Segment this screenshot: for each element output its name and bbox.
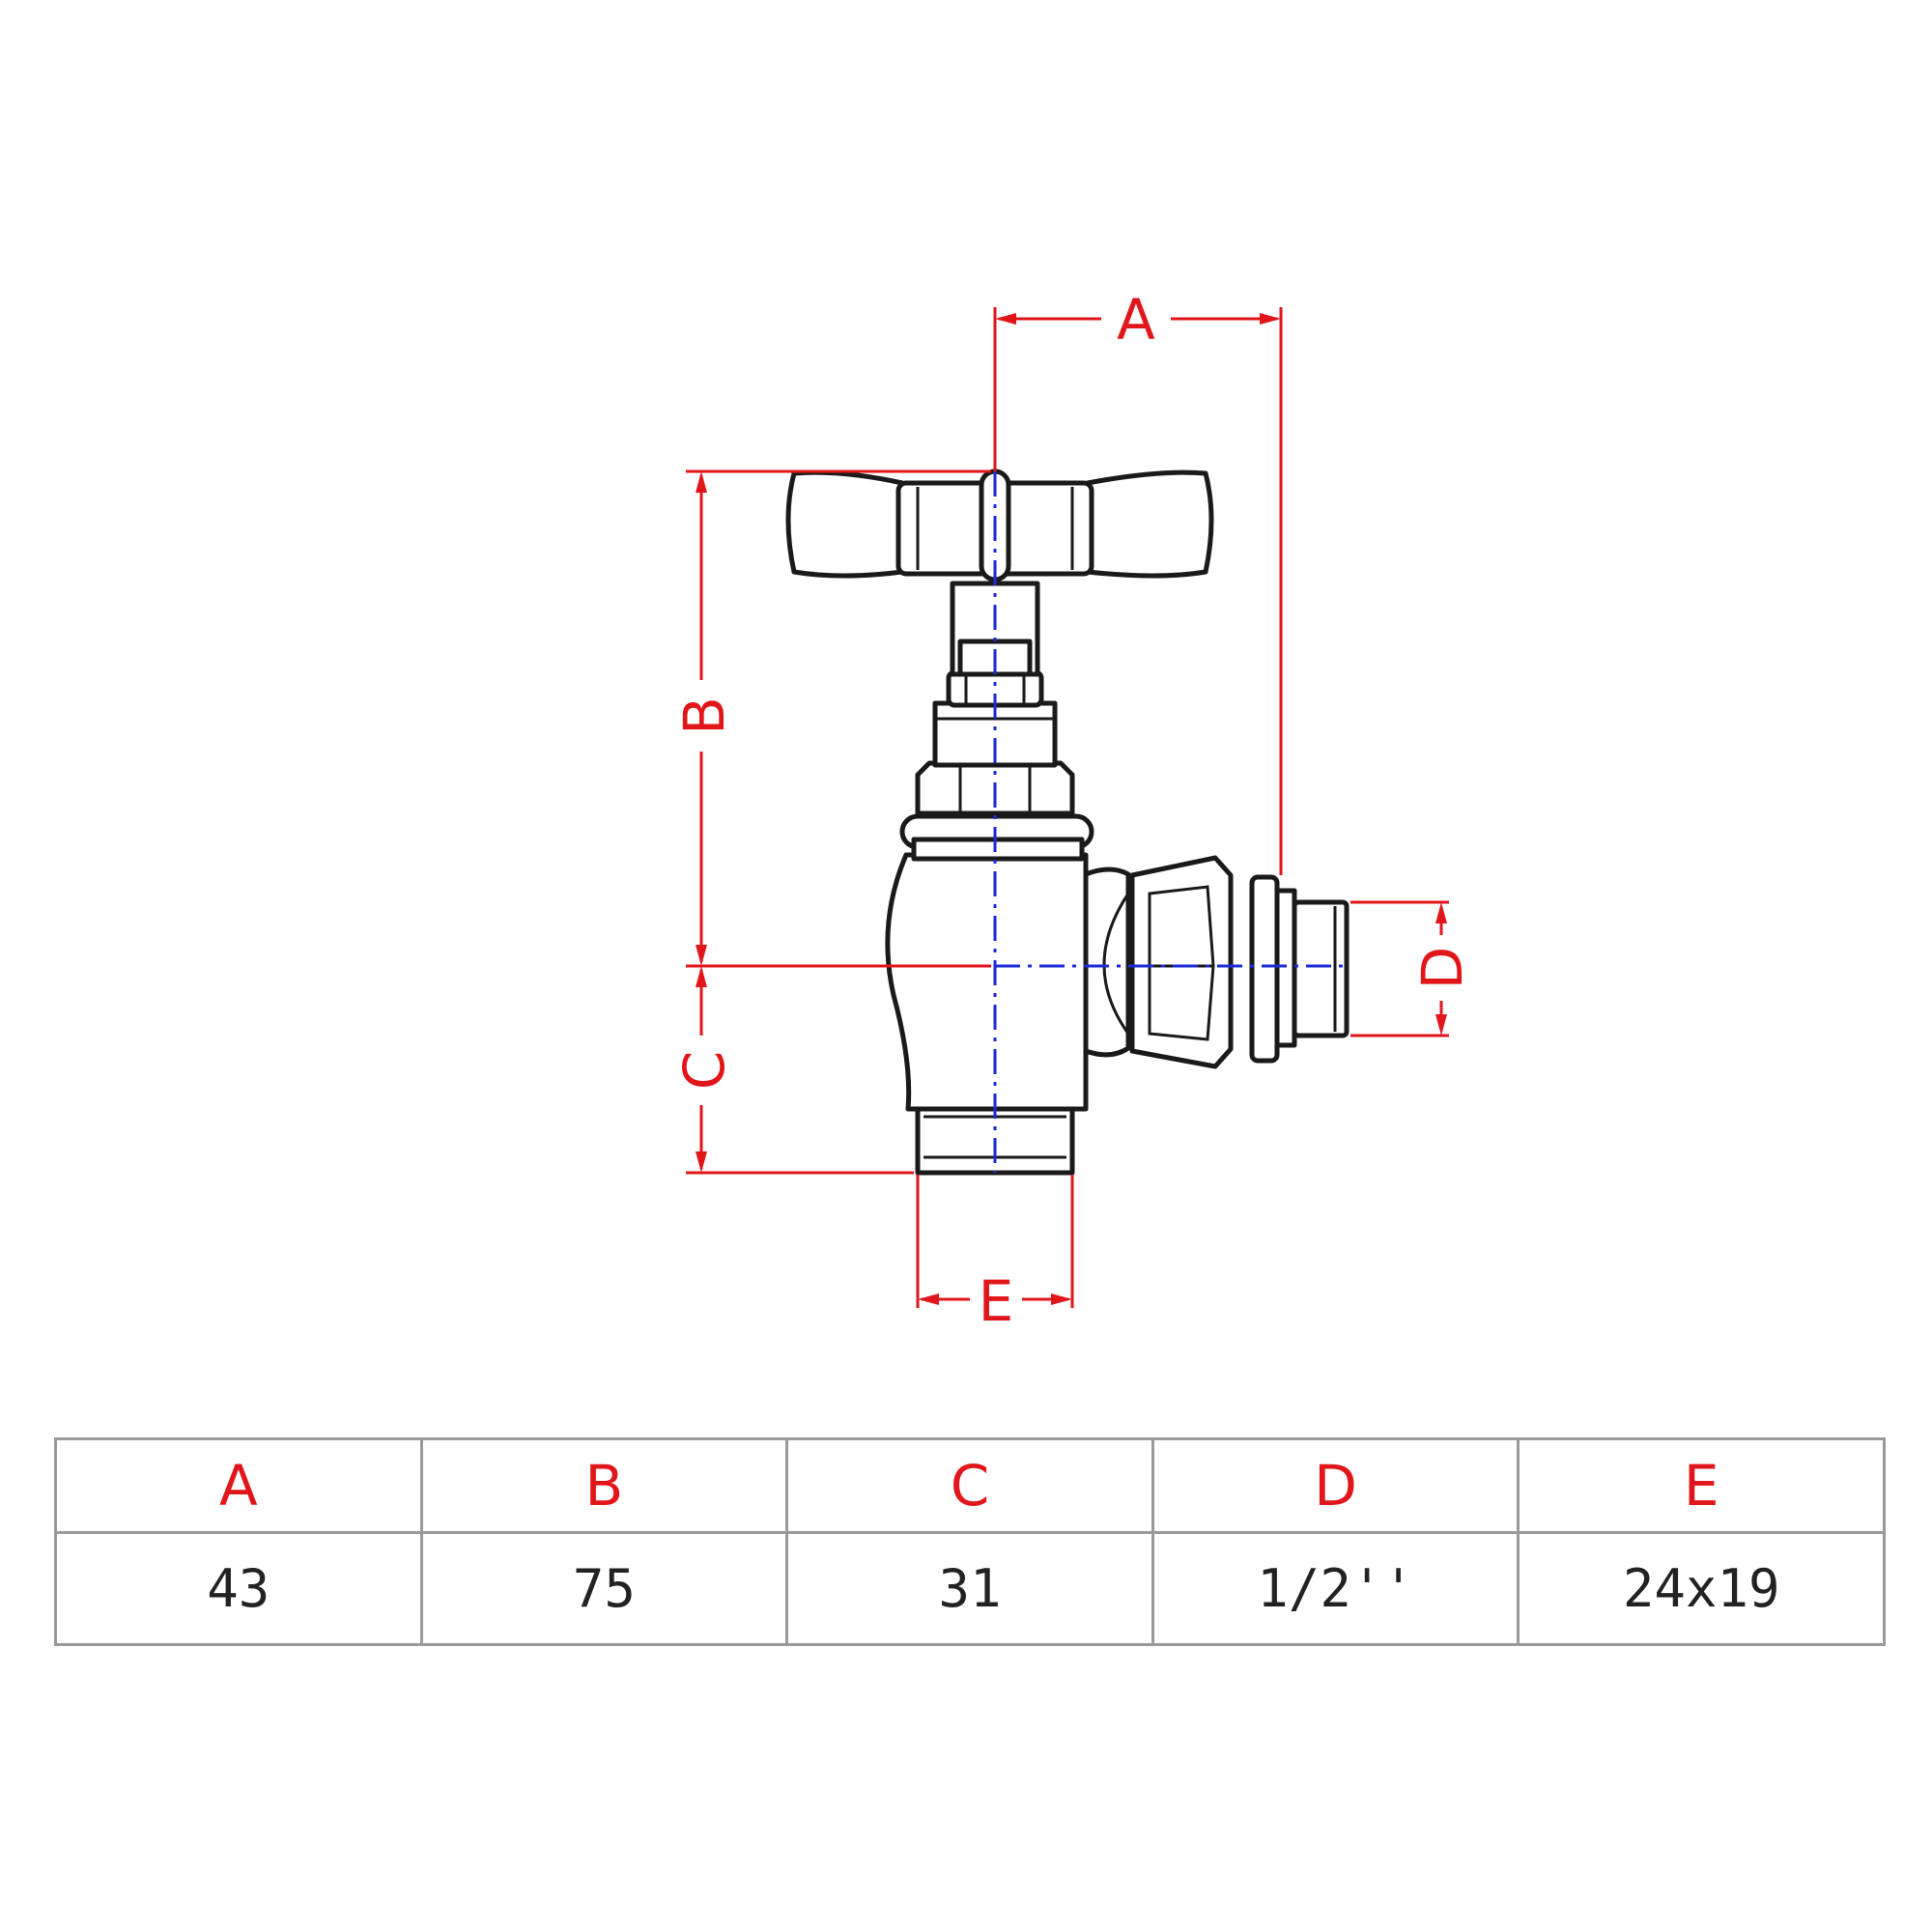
dimension-label-e: E: [979, 1268, 1014, 1334]
table-value-a: 43: [54, 1531, 423, 1646]
compression-fitting: [1129, 855, 1350, 1069]
table-header-c: C: [785, 1436, 1154, 1535]
table-value-c: 31: [785, 1531, 1154, 1646]
tail-thread: [1292, 899, 1350, 1038]
table-header-b: B: [419, 1436, 789, 1535]
table-header-a: A: [54, 1436, 423, 1535]
valve-barrel: [885, 852, 1089, 1112]
table-header-row: A B C D E: [54, 1436, 1886, 1535]
center-lines: [993, 471, 1349, 1173]
dimension-label-b: B: [671, 696, 737, 735]
table-header-d: D: [1151, 1436, 1520, 1535]
table-value-b: 75: [419, 1531, 789, 1646]
dimension-b: B: [671, 469, 991, 968]
dimension-label-a: A: [1117, 287, 1155, 353]
valve-body: [885, 581, 1131, 1176]
table-value-row: 43 75 31 1/2'' 24x19: [54, 1531, 1886, 1646]
table-value-d: 1/2'': [1151, 1531, 1520, 1646]
table-value-e: 24x19: [1517, 1531, 1886, 1646]
dimension-a: A: [993, 287, 1283, 875]
dimensions-table: A B C D E 43 75 31 1/2'' 24x19: [54, 1436, 1886, 1646]
cross-handle: [785, 469, 1214, 582]
dimension-d: D: [1350, 900, 1475, 1037]
compression-nut: [1129, 855, 1234, 1069]
dimension-label-d: D: [1409, 947, 1475, 990]
table-header-e: E: [1517, 1436, 1886, 1535]
dimension-label-c: C: [671, 1051, 737, 1091]
dimension-e: E: [916, 1175, 1074, 1334]
dimension-c: C: [671, 966, 914, 1175]
